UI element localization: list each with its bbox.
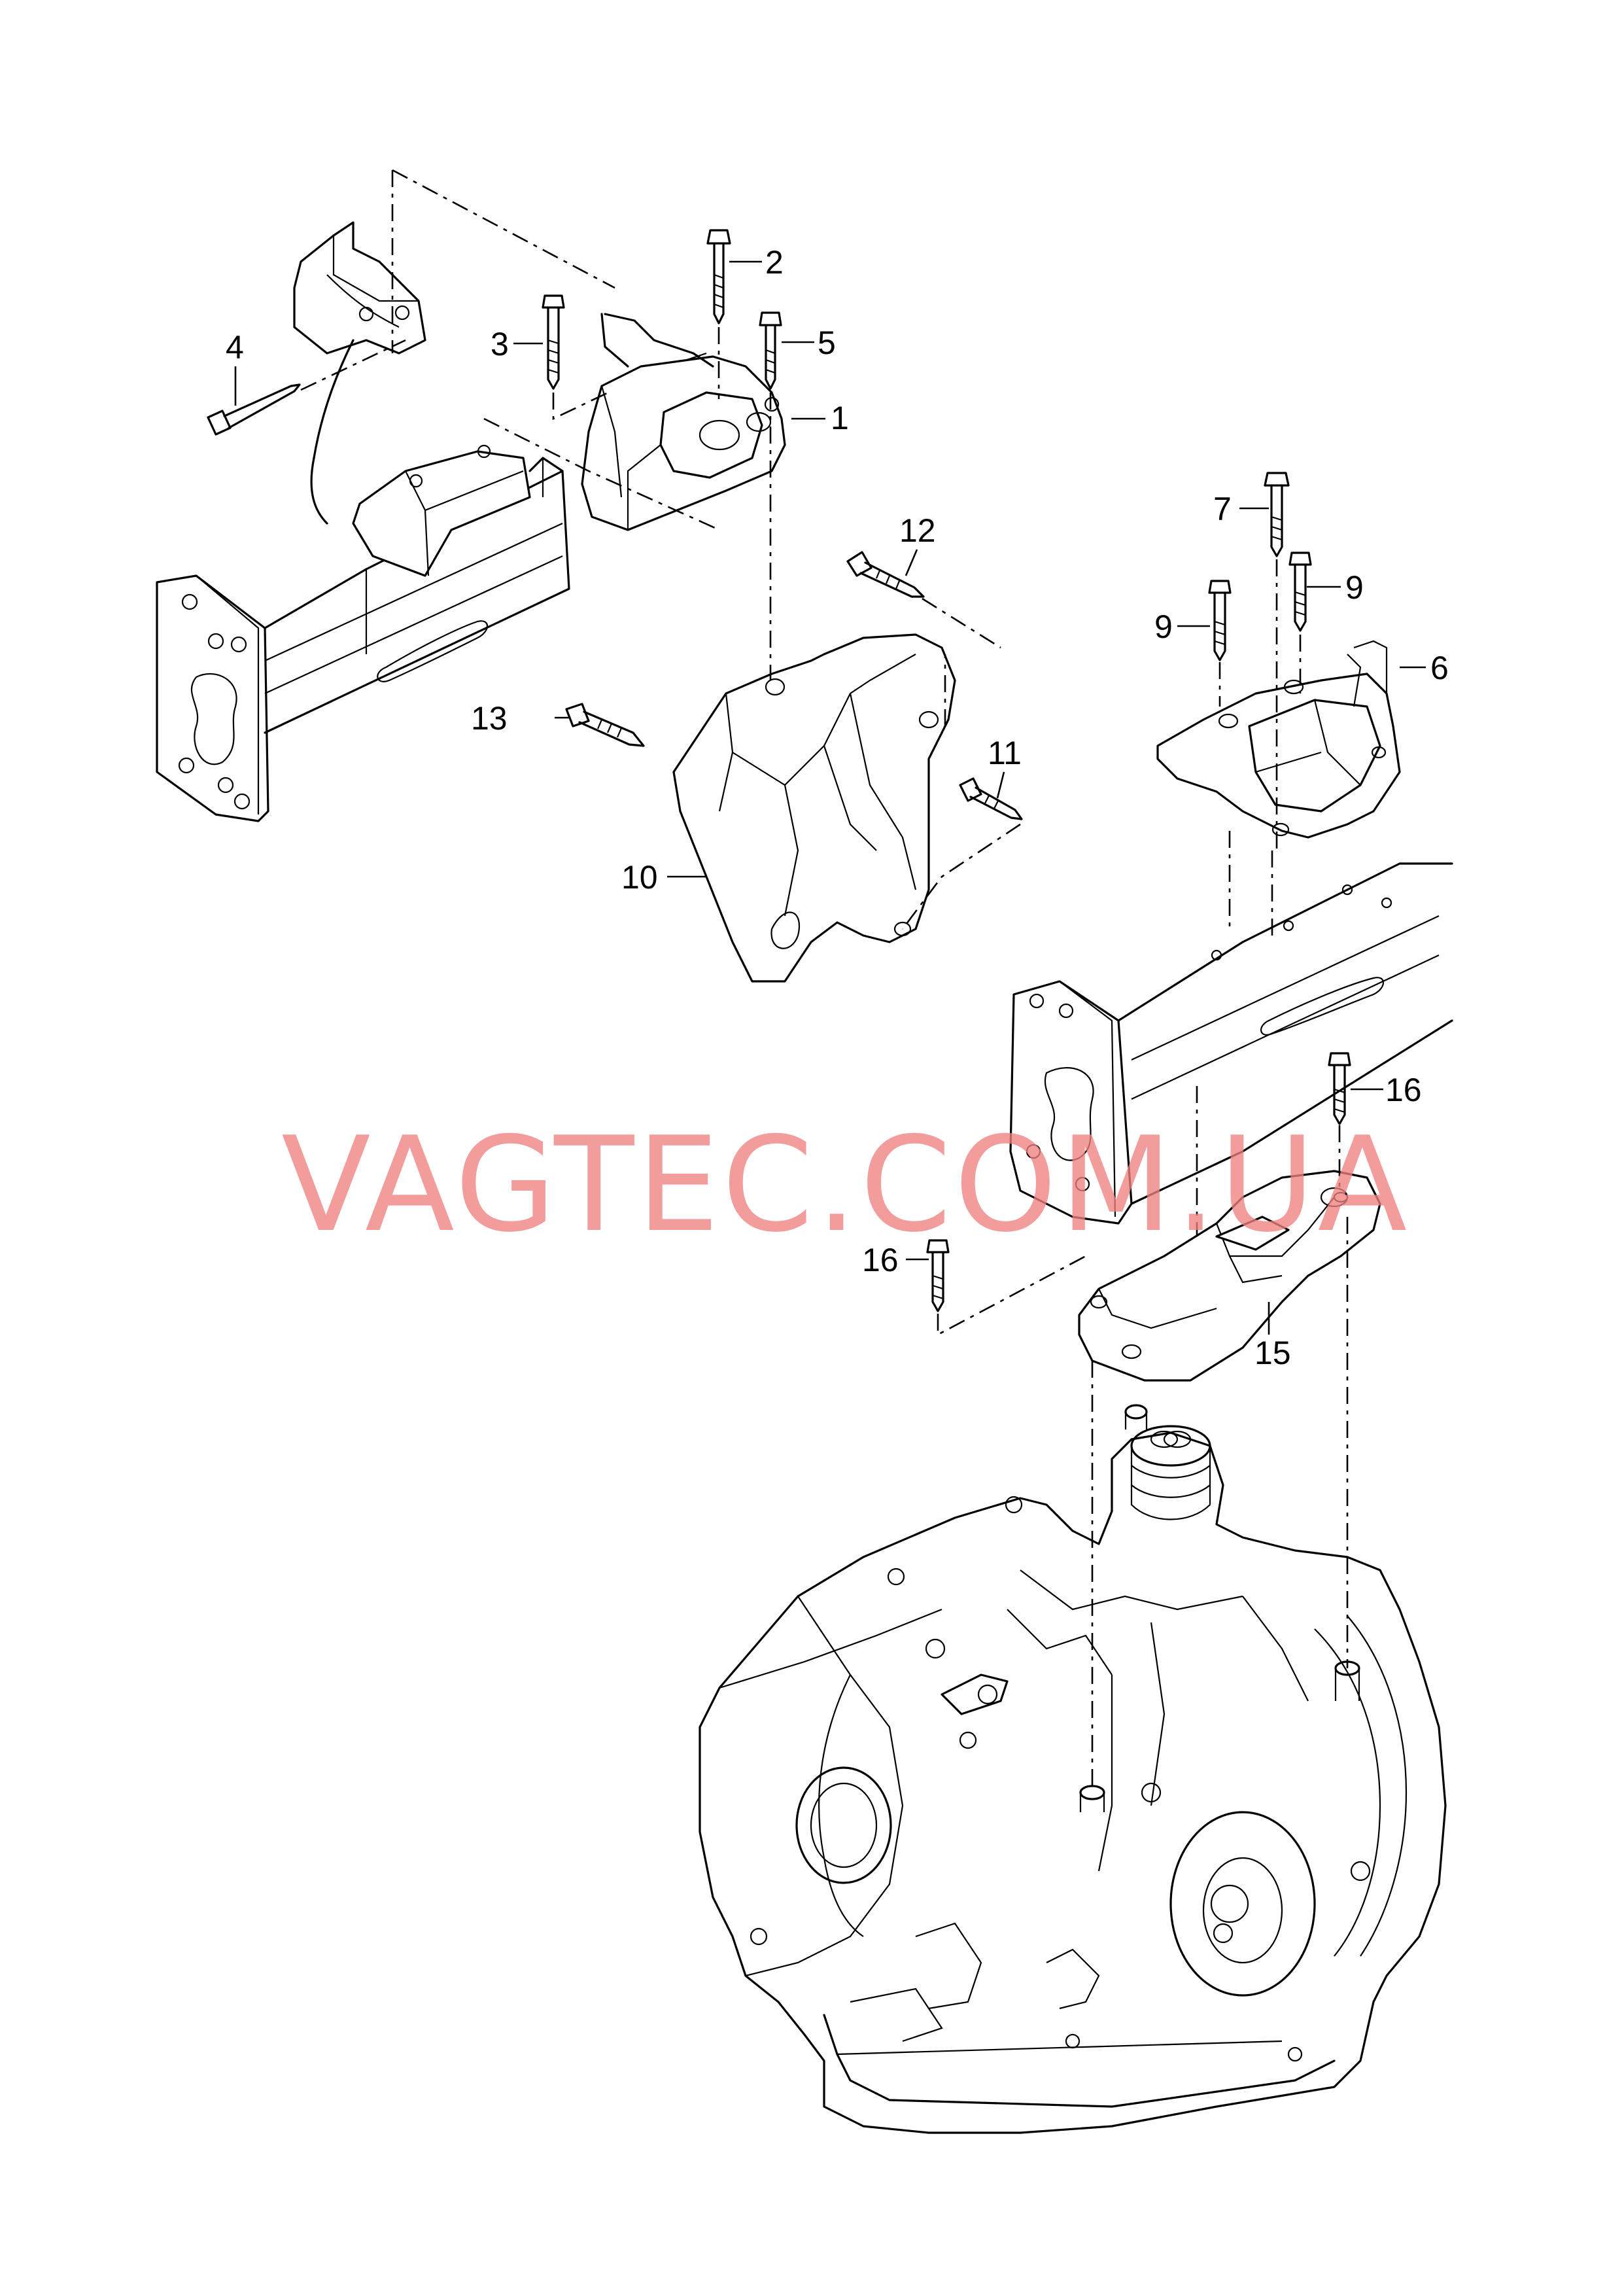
watermark: VAGTEC.COM.UA (281, 1109, 1409, 1261)
callout-labels: 1 2 3 4 5 6 7 9 9 10 11 12 13 15 16 16 (226, 244, 1449, 1371)
callout-5: 5 (818, 324, 836, 361)
pendulum-support-15 (1078, 1170, 1381, 1382)
callout-13: 13 (471, 700, 508, 737)
callout-10: 10 (621, 859, 658, 896)
callout-4: 4 (226, 329, 244, 366)
bolt-5 (759, 311, 782, 390)
bolt-7 (1264, 472, 1290, 557)
callout-1: 1 (831, 400, 849, 436)
callout-16-lower: 16 (862, 1242, 899, 1278)
gearbox-bracket-10 (672, 633, 956, 983)
callout-9-left: 9 (1154, 608, 1173, 645)
callout-leaders (234, 260, 1426, 1335)
callout-16-upper: 16 (1385, 1072, 1422, 1108)
subframe-crossmember (1009, 862, 1453, 1225)
bolt-16-upper (1328, 1052, 1351, 1125)
bolt-9-left (1208, 580, 1232, 661)
bolt-11 (959, 777, 1023, 820)
bolt-9-right (1288, 552, 1312, 632)
callout-6: 6 (1430, 650, 1449, 686)
bolt-3 (542, 294, 565, 390)
callout-2: 2 (765, 244, 784, 281)
callout-3: 3 (491, 326, 509, 362)
callout-9-right: 9 (1345, 569, 1364, 606)
gearbox-mount-6 (1156, 640, 1401, 839)
callout-12: 12 (899, 512, 936, 549)
callout-7: 7 (1213, 491, 1232, 527)
assembly-lines (300, 169, 1349, 1793)
bolt-16-lower (926, 1239, 950, 1312)
callout-15: 15 (1254, 1335, 1291, 1371)
bolt-13 (565, 703, 645, 747)
bolt-2 (706, 229, 731, 324)
left-body-rail (156, 444, 570, 822)
callout-11: 11 (988, 735, 1022, 771)
bolt-4 (207, 383, 301, 436)
bolt-12 (846, 551, 925, 598)
transmission (699, 1404, 1447, 2134)
engine-mount-1 (581, 313, 786, 531)
